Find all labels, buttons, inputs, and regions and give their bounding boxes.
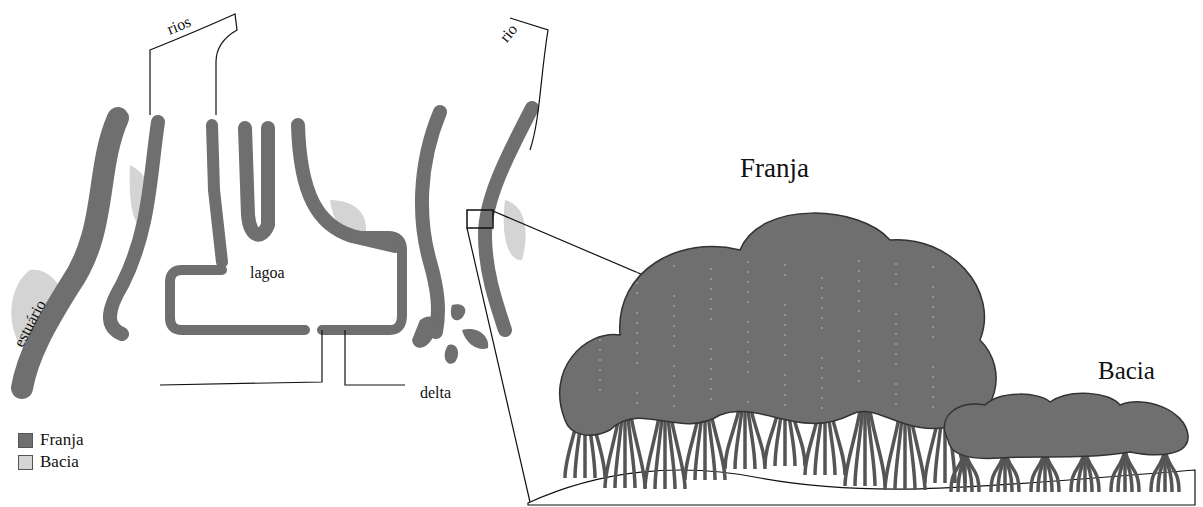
zone-label: Bacia bbox=[1098, 358, 1155, 383]
legend-row: Franja bbox=[18, 430, 83, 450]
prop-root bbox=[1125, 450, 1139, 492]
zone-label: Franja bbox=[740, 155, 809, 182]
delta-label: delta bbox=[420, 385, 451, 401]
prop-root bbox=[1118, 450, 1125, 492]
legend-swatch bbox=[18, 433, 33, 448]
legend-row: Bacia bbox=[18, 452, 79, 472]
legend-text: Franja bbox=[40, 430, 83, 450]
legend-text: Bacia bbox=[40, 452, 79, 472]
lagoon-label: lagoa bbox=[250, 265, 285, 281]
legend-swatch bbox=[18, 455, 33, 470]
prop-root bbox=[951, 450, 965, 492]
prop-root bbox=[1165, 450, 1179, 492]
river-label: rio bbox=[497, 21, 521, 45]
prop-root bbox=[1151, 450, 1165, 492]
prop-root bbox=[1111, 450, 1125, 492]
prop-root bbox=[1158, 450, 1165, 492]
